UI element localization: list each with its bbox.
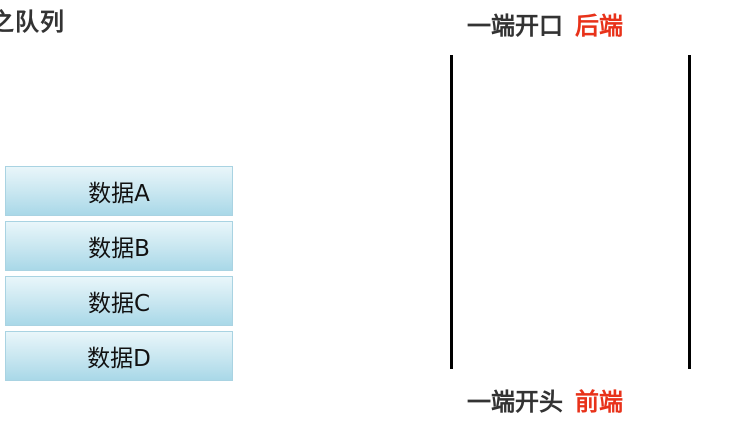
queue-left-wall: [450, 55, 453, 369]
queue-right-wall: [688, 55, 691, 369]
data-item-c: 数据C: [5, 276, 233, 326]
data-item-d: 数据D: [5, 331, 233, 381]
data-item-a: 数据A: [5, 166, 233, 216]
page-title: 之队列: [0, 8, 65, 36]
front-end-highlight: 前端: [575, 388, 623, 416]
rear-end-label: 一端开口后端: [467, 6, 623, 41]
data-item-b: 数据B: [5, 221, 233, 271]
data-list: 数据A 数据B 数据C 数据D: [5, 166, 233, 386]
front-end-text: 一端开头: [467, 388, 563, 416]
front-end-label: 一端开头前端: [467, 382, 623, 417]
rear-end-highlight: 后端: [575, 12, 623, 40]
rear-end-text: 一端开口: [467, 12, 563, 40]
